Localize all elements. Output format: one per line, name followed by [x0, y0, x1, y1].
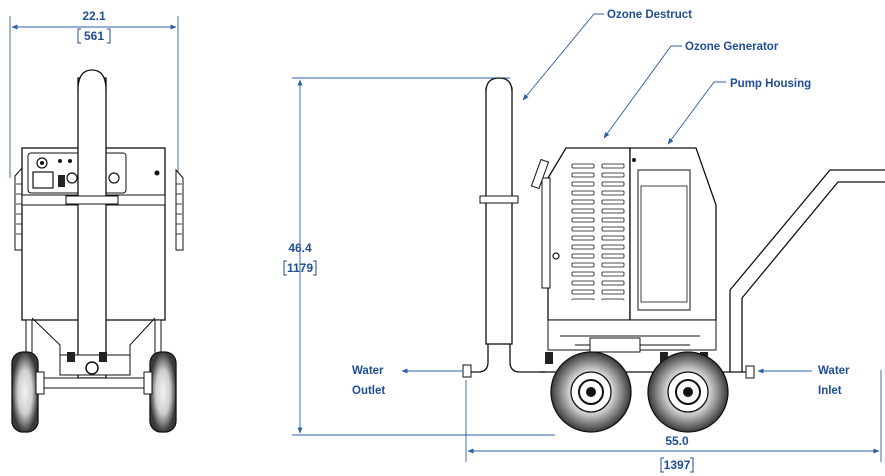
water-inlet-label-line1: Water	[818, 365, 850, 377]
height-metric-value: 1179	[287, 261, 313, 275]
length-value: 55.0	[665, 434, 689, 448]
width-metric: 561	[77, 28, 111, 44]
callout-ozone-generator: Ozone Generator	[685, 41, 779, 53]
height-value: 46.4	[288, 241, 312, 255]
callout-pump-housing: Pump Housing	[730, 78, 811, 90]
length-metric-value: 1397	[664, 458, 691, 472]
water-inlet-label-line2: Inlet	[818, 385, 842, 397]
water-outlet-label-line2: Outlet	[352, 385, 385, 397]
water-outlet-label-line1: Water	[352, 365, 384, 377]
front-view: 22.1 561	[9, 9, 184, 433]
length-metric: 1397	[660, 457, 694, 473]
width-metric-value: 561	[84, 29, 104, 43]
side-view: 46.4 1179 55.0 1397	[283, 9, 885, 473]
height-metric: 1179	[283, 260, 317, 276]
callout-ozone-destruct: Ozone Destruct	[607, 9, 692, 21]
width-value: 22.1	[82, 9, 106, 23]
